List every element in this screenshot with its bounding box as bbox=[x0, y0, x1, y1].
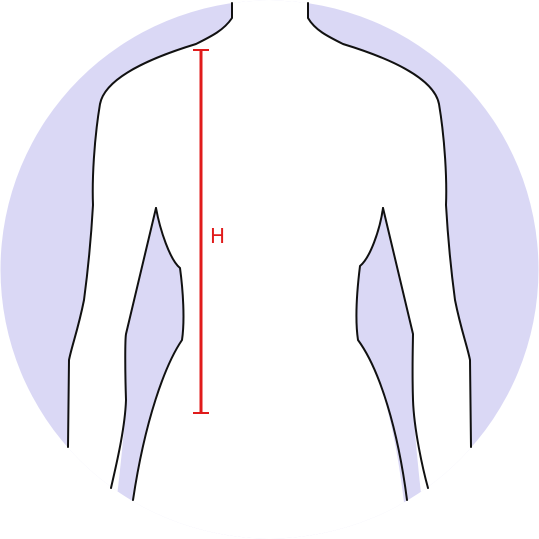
torso-fill bbox=[68, 0, 471, 539]
right-arm-inner-outline bbox=[382, 207, 429, 489]
height-measurement: H bbox=[193, 49, 225, 414]
torso-silhouette bbox=[68, 0, 471, 539]
right-torso-side-outline bbox=[355, 207, 408, 501]
measurement-label: H bbox=[210, 224, 225, 248]
left-arm-inner-outline bbox=[110, 207, 157, 489]
left-torso-side-outline bbox=[132, 207, 185, 501]
left-shoulder-outline bbox=[67, 2, 233, 448]
right-shoulder-outline bbox=[307, 2, 472, 448]
